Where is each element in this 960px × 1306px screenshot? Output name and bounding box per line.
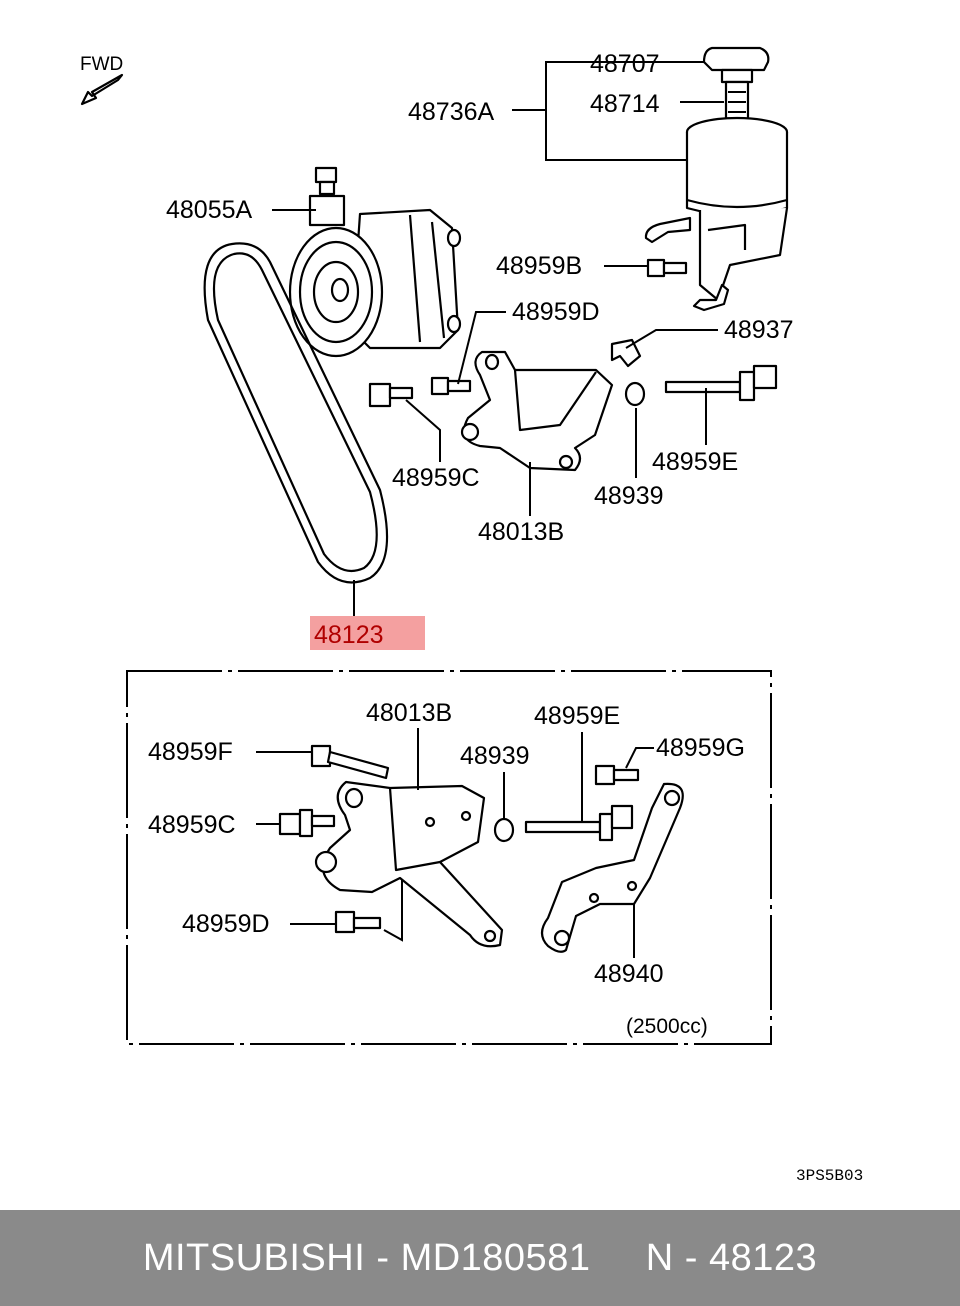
label-48959C: 48959C: [392, 464, 480, 492]
drive-belt: [203, 242, 389, 584]
pump-bracket: [460, 350, 614, 472]
inset-bolt-48959D: [334, 910, 382, 934]
footer-ref-prefix: N: [645, 1236, 674, 1279]
label-48937: 48937: [724, 316, 794, 344]
inset-nut-48939: [493, 817, 515, 843]
inset-note: (2500cc): [626, 1015, 708, 1038]
inset-bolt-48959E: [524, 804, 634, 842]
parts-diagram: FWD: [80, 46, 863, 1185]
bolt-48959D: [430, 376, 472, 396]
inset-label-48959C: 48959C: [148, 811, 236, 839]
footer-brand: MITSUBISHI: [142, 1236, 366, 1279]
label-48707: 48707: [590, 50, 660, 78]
label-48959B: 48959B: [496, 252, 582, 280]
inset-label-48959D: 48959D: [182, 910, 270, 938]
inset-label-48959E: 48959E: [534, 702, 620, 730]
highlight-box: [310, 616, 425, 650]
inset-bolt-48959G: [594, 764, 640, 786]
fwd-label: FWD: [80, 54, 123, 75]
bolt-48959B: [646, 258, 688, 278]
nut-48939: [624, 381, 646, 407]
inset-bolt-48959C: [278, 808, 336, 838]
label-48959D: 48959D: [512, 298, 600, 326]
leader-lines: [272, 61, 724, 616]
label-48939: 48939: [594, 482, 664, 510]
inset-leader-lines: [256, 728, 654, 958]
inset-bracket: [314, 780, 504, 948]
label-48055A: 48055A: [166, 196, 253, 224]
inset-box: [126, 670, 772, 1045]
footer-bar: MITSUBISHI - MD180581 N - 48123: [0, 1210, 960, 1306]
footer-part-number: MD180581: [400, 1236, 591, 1279]
inset-label-48939: 48939: [460, 742, 530, 770]
label-48736A: 48736A: [408, 98, 495, 126]
label-48714: 48714: [590, 90, 660, 118]
reservoir-tank: [644, 46, 789, 312]
power-steering-pump: [288, 166, 462, 358]
drawing-code: 3PS5B03: [796, 1167, 863, 1185]
footer-separator: -: [673, 1236, 709, 1279]
clip-48937: [610, 338, 642, 368]
fwd-arrow-icon: [80, 73, 124, 106]
footer-ref-number: 48123: [709, 1236, 818, 1279]
inset-label-48959G: 48959G: [656, 734, 745, 762]
footer-separator: -: [365, 1236, 401, 1279]
inset-bolt-48959F: [310, 744, 390, 780]
label-48123[interactable]: 48123: [314, 621, 384, 649]
bolt-48959E: [664, 364, 778, 402]
footer-gap: [590, 1237, 645, 1280]
bolt-48959C: [368, 382, 414, 408]
label-48959E: 48959E: [652, 448, 738, 476]
inset-bracket-48940: [540, 782, 684, 953]
label-48013B: 48013B: [478, 518, 564, 546]
inset-label-48959F: 48959F: [148, 738, 233, 766]
inset-label-48940: 48940: [594, 960, 664, 988]
inset-label-48013B: 48013B: [366, 699, 452, 727]
